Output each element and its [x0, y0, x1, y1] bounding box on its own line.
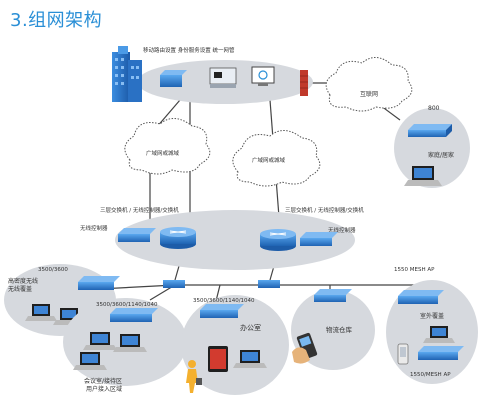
conference-line-2: 用户接入区域: [86, 385, 122, 393]
outdoor-laptop-icon: [423, 326, 455, 343]
warehouse-ap-icon: [314, 289, 352, 302]
wan-cloud-right: 广域网或城域: [232, 130, 321, 187]
internet-cloud: 互联网: [325, 57, 413, 112]
service-labels: 移动路由设置 身份服务设置 统一网管: [143, 46, 235, 54]
dense-laptop-1-icon: [25, 304, 57, 321]
outdoor-zone: 1550 MESH AP 室外覆盖 1550/MESH AP: [386, 267, 478, 384]
wan-left-label: 广域网或城域: [146, 149, 180, 157]
wireless-controller-right-icon: [300, 232, 338, 246]
core-left-label: 三层交换机 / 无线控制器/交换机: [100, 206, 179, 214]
internet-label: 互联网: [360, 90, 378, 98]
mesh-ap-icon: [418, 346, 464, 360]
office-label: 办公室: [240, 323, 261, 332]
home-laptop-icon: [404, 166, 442, 186]
outdoor-label: 室外覆盖: [420, 312, 444, 320]
identity-service-server-icon: [209, 67, 237, 88]
dense-area-label: 高密度无线 无线覆盖: [8, 277, 40, 293]
wlc-right-label: 无线控制器: [328, 226, 356, 234]
label-800: 800: [428, 105, 440, 112]
conference-zone: 3500/3600/1140/1040 会议室/接待区 用户接入区域: [63, 298, 187, 393]
home-office-label: 家庭/居家: [428, 151, 454, 159]
service-zone: 移动路由设置 身份服务设置 统一网管: [112, 46, 313, 104]
wlc-left-label: 无线控制器: [80, 224, 108, 232]
ap-3500-top-label: 3500/3600: [38, 267, 68, 273]
firewall-icon: [300, 70, 308, 96]
conference-laptop-3-icon: [73, 352, 107, 370]
home-office-zone: 800 家庭/居家: [394, 105, 470, 188]
dense-area-line-2: 无线覆盖: [8, 285, 32, 293]
conference-ap-icon: [110, 308, 158, 322]
phone-icon: [397, 343, 409, 365]
tablet-icon: [208, 346, 228, 372]
network-management-monitor-icon: [251, 66, 275, 86]
ap-3500-1040-b-label: 3500/3600/1140/1040: [193, 298, 255, 304]
wan-right-label: 广域网或城域: [252, 156, 286, 164]
user-with-device-icon: [186, 360, 202, 393]
access-switch-icons: [163, 280, 280, 288]
conference-line-1: 会议室/接待区: [84, 377, 122, 385]
office-ap-icon: [200, 304, 244, 318]
office-zone: 3500/3600/1140/1040 办公室: [181, 295, 289, 395]
mesh-ap-label: 1550 MESH AP: [394, 267, 435, 273]
conference-laptop-1-icon: [83, 332, 117, 350]
datacenter-building-icon: [112, 46, 142, 102]
connection-lines: [79, 82, 421, 306]
core-right-label: 三层交换机 / 无线控制器/交换机: [285, 206, 364, 214]
wan-cloud-left: 广域网或城域: [124, 118, 211, 175]
conference-laptop-2-icon: [113, 334, 147, 352]
ap-3500-1040-label: 3500/3600/1140/1040: [96, 302, 158, 308]
home-ap-icon: [408, 124, 452, 137]
conference-label: 会议室/接待区 用户接入区域: [84, 377, 124, 393]
warehouse-zone: 物流仓库: [291, 289, 375, 370]
dense-ap-icon: [78, 276, 120, 290]
core-switch-right-icon: [260, 229, 296, 251]
office-laptop-icon: [233, 350, 267, 368]
core-switch-left-icon: [160, 227, 196, 249]
dense-area-line-1: 高密度无线: [8, 277, 38, 285]
mesh-ap-b-label: 1550/MESH AP: [410, 372, 451, 378]
core-zone: 三层交换机 / 无线控制器/交换机 三层交换机 / 无线控制器/交换机 无线控制…: [80, 206, 364, 270]
wireless-controller-left-icon: [118, 228, 156, 242]
handheld-scanner-icon: [292, 332, 318, 364]
warehouse-label: 物流仓库: [326, 325, 353, 334]
page-title: 3.组网架构: [10, 10, 103, 31]
mobility-service-router-icon: [160, 70, 187, 87]
outdoor-ap-icon: [398, 290, 444, 304]
